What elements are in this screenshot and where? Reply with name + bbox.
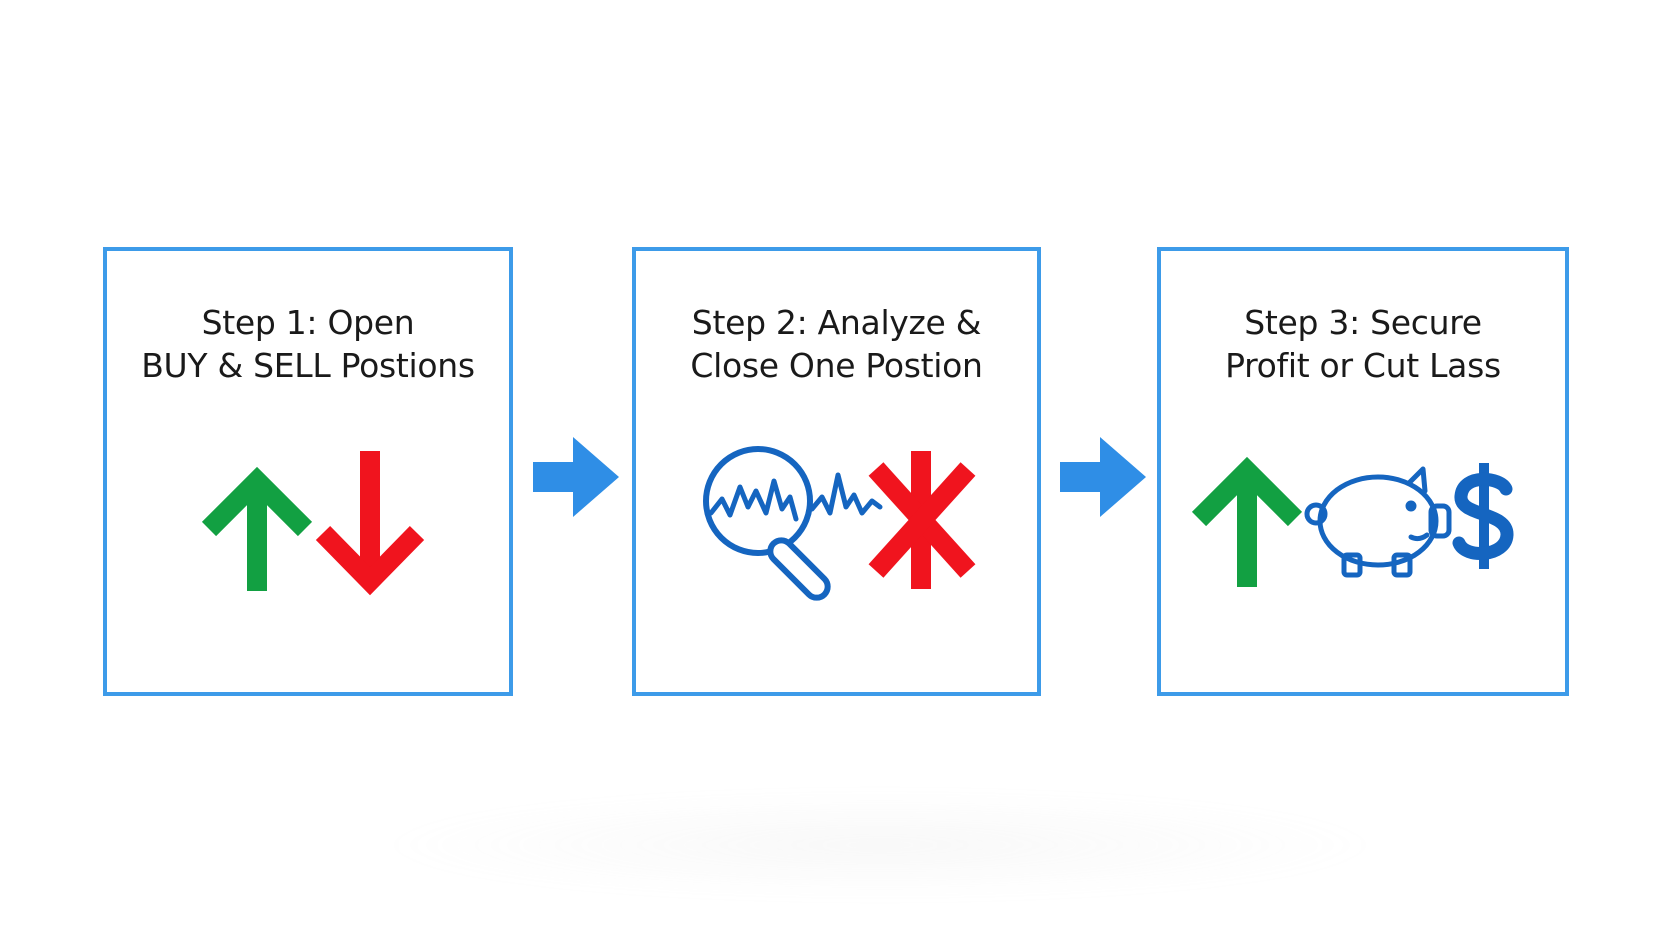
step-2-title: Step 2: Analyze & Close One Postion <box>636 301 1037 387</box>
step-3-box: Step 3: Secure Profit or Cut Lass <box>1157 247 1569 696</box>
flow-arrow-right-icon <box>1060 437 1146 517</box>
step-3-title: Step 3: Secure Profit or Cut Lass <box>1161 301 1565 387</box>
close-x-icon <box>868 451 976 589</box>
step-1-icons <box>201 451 425 596</box>
step-2-title-line-1: Step 2: Analyze & <box>691 303 982 342</box>
step-3-title-line-2: Profit or Cut Lass <box>1225 346 1501 385</box>
piggy-bank-icon <box>1304 466 1452 578</box>
dollar-icon <box>1452 463 1514 569</box>
step-3-title-line-1: Step 3: Secure <box>1244 303 1482 342</box>
step-2-title-line-2: Close One Postion <box>690 346 983 385</box>
step-2-icons <box>703 446 976 601</box>
step-2-box: Step 2: Analyze & Close One Postion <box>632 247 1041 696</box>
flow-arrow-right-icon <box>533 437 619 517</box>
step-1-title: Step 1: Open BUY & SELL Postions <box>107 301 509 387</box>
step-1-title-line-2: BUY & SELL Postions <box>141 346 475 385</box>
arrow-up-icon <box>1191 456 1303 587</box>
magnifier-chart-icon <box>703 446 883 601</box>
step-1-box: Step 1: Open BUY & SELL Postions <box>103 247 513 696</box>
step-3-icons <box>1191 456 1514 587</box>
arrow-down-icon <box>315 451 425 596</box>
arrow-up-icon <box>201 466 313 591</box>
step-1-title-line-1: Step 1: Open <box>201 303 415 342</box>
blurred-footer-background <box>380 790 1380 900</box>
